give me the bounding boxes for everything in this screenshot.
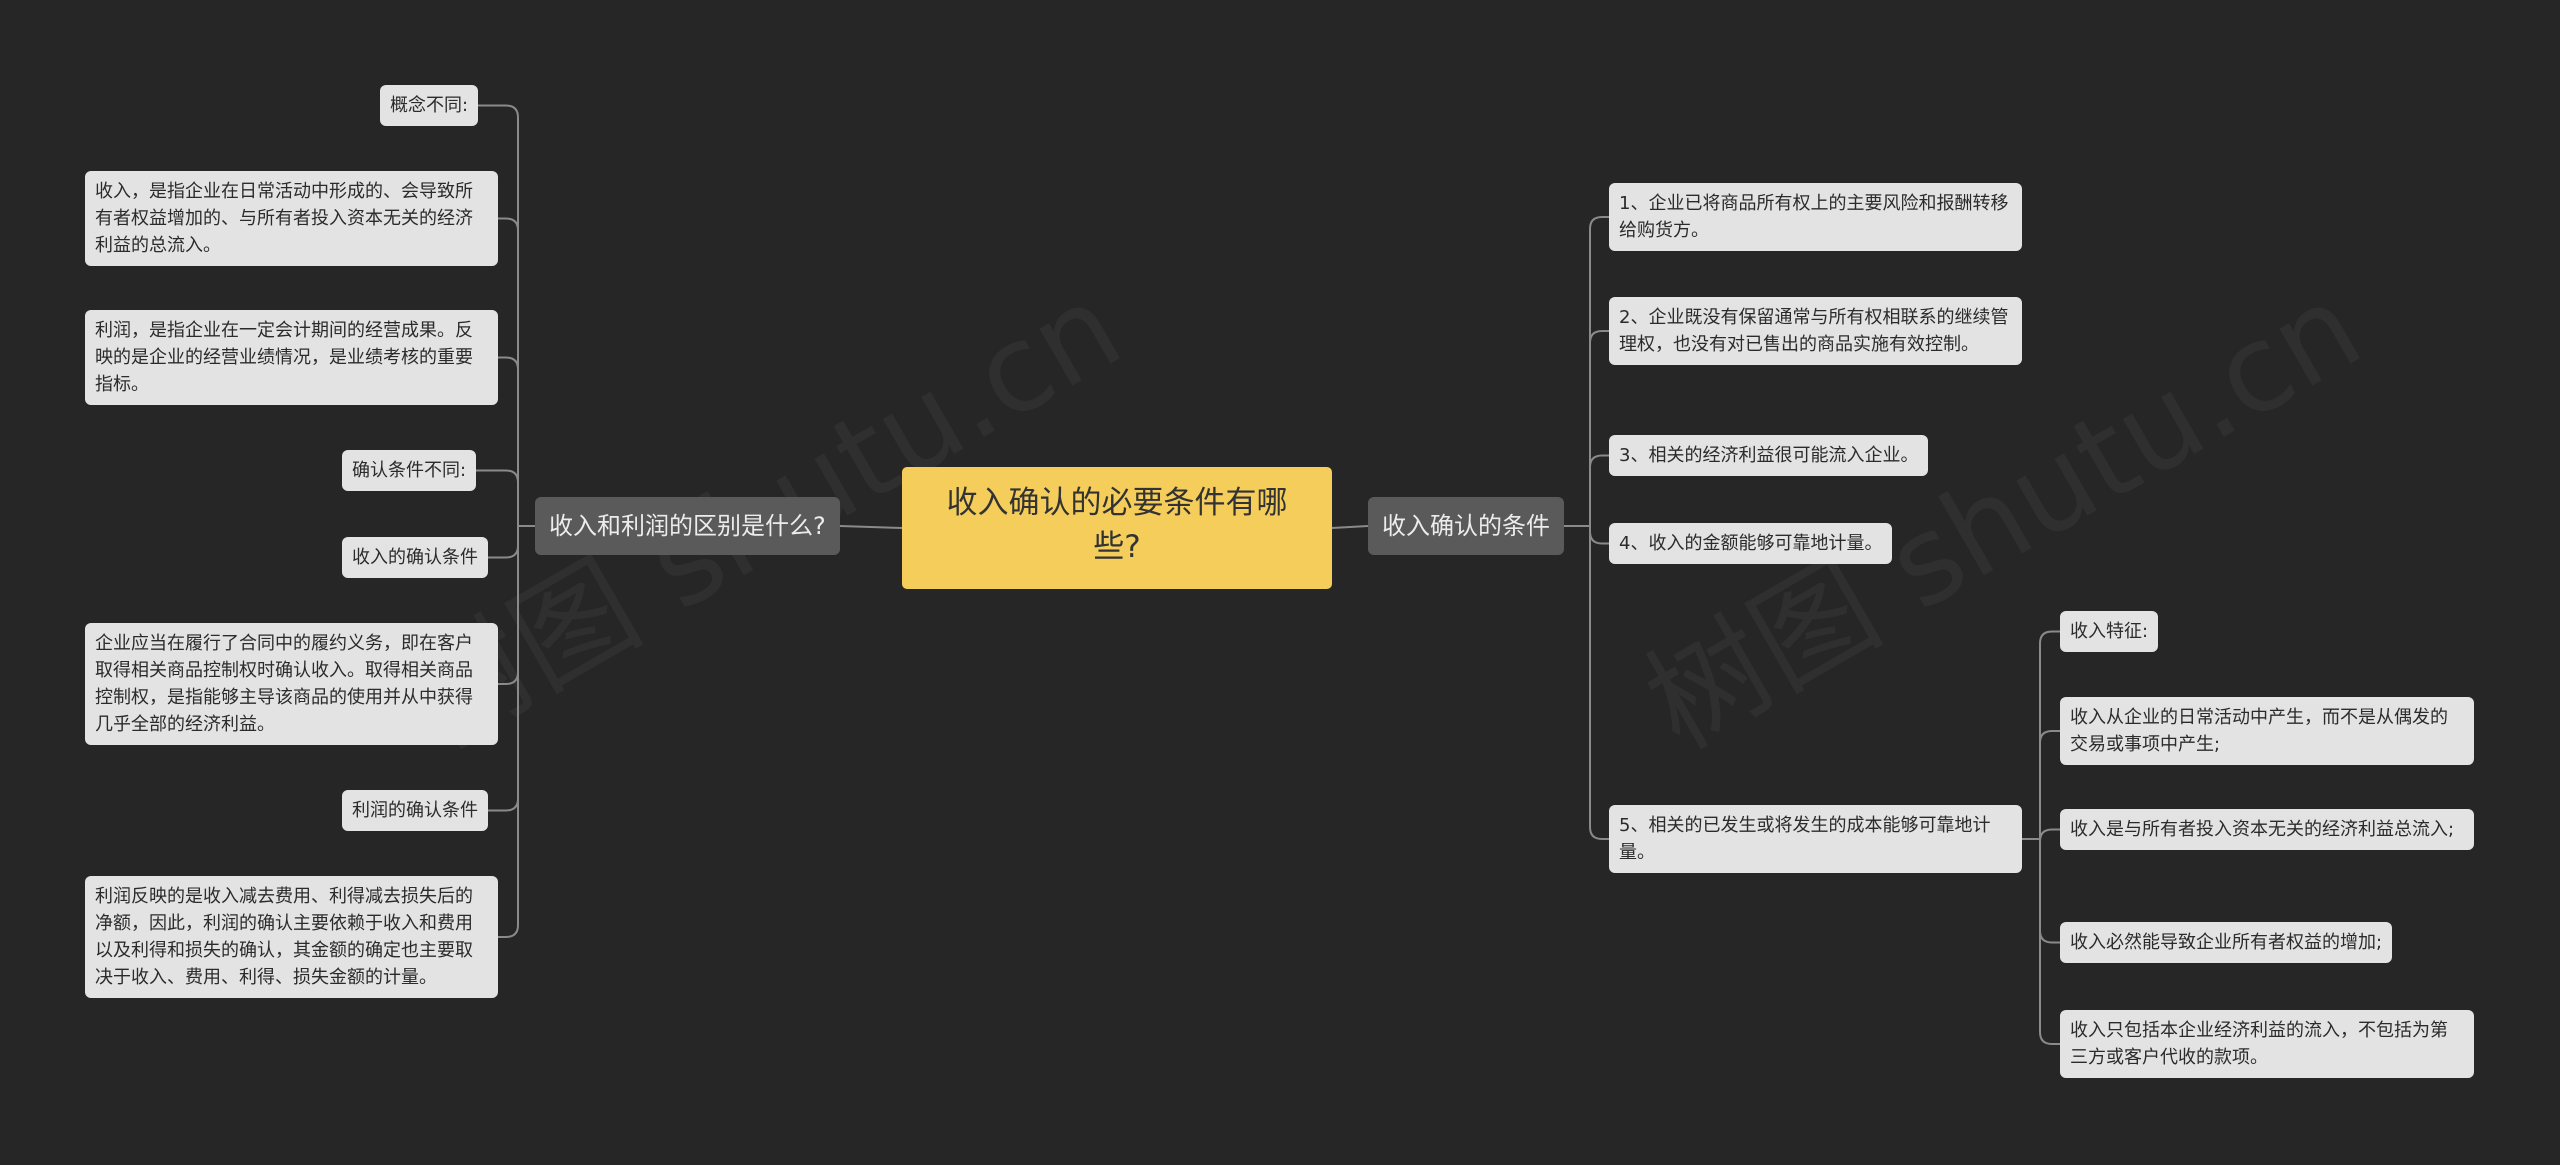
connector-s4 [2039,839,2060,1045]
branch-right-label: 收入确认的条件 [1382,512,1550,540]
leaf-text: 1、企业已将商品所有权上的主要风险和报酬转移给购货方。 [1619,193,2009,241]
branch-right[interactable]: 收入确认的条件 [1368,497,1564,555]
connector-s0 [2039,630,2060,839]
right-leaf-condition-5[interactable]: 5、相关的已发生或将发生的成本能够可靠地计量。 [1609,805,2022,873]
left-leaf-revenue-recognition[interactable]: 收入的确认条件 [342,537,488,578]
left-leaf-profit-recognition[interactable]: 利润的确认条件 [342,790,488,831]
leaf-text: 确认条件不同: [352,460,467,481]
connector-r4 [1589,526,1609,840]
leaf-text: 利润反映的是收入减去费用、利得减去损失后的净额，因此，利润的确认主要依赖于收入和… [95,886,473,988]
leaf-text: 2、企业既没有保留通常与所有权相联系的继续管理权，也没有对已售出的商品实施有效控… [1619,307,2009,355]
sub-leaf-revenue-features-heading[interactable]: 收入特征: [2060,611,2159,652]
connector-l3 [476,469,519,526]
connector-s3 [2039,839,2060,944]
connector-l2 [498,356,519,526]
connector-r1 [1589,330,1609,526]
leaf-text: 4、收入的金额能够可靠地计量。 [1619,533,1883,554]
leaf-text: 收入特征: [2070,621,2149,642]
connector-r0 [1589,216,1609,526]
right-leaf-condition-2[interactable]: 2、企业既没有保留通常与所有权相联系的继续管理权，也没有对已售出的商品实施有效控… [1609,297,2022,365]
connector-root-right [1331,525,1369,529]
connector-r2 [1589,454,1609,526]
connector-l1 [498,217,519,526]
sub-leaf-feature-capital-unrelated[interactable]: 收入是与所有者投入资本无关的经济利益总流入; [2060,809,2474,850]
leaf-text: 收入是与所有者投入资本无关的经济利益总流入; [2070,819,2455,840]
left-leaf-revenue-definition[interactable]: 收入，是指企业在日常活动中形成的、会导致所有者权益增加的、与所有者投入资本无关的… [85,171,498,266]
connector-l0 [478,104,519,526]
left-leaf-concept-heading[interactable]: 概念不同: [380,85,479,126]
connector-s1 [2039,730,2060,839]
sub-leaf-feature-daily-activity[interactable]: 收入从企业的日常活动中产生，而不是从偶发的交易或事项中产生; [2060,697,2474,765]
branch-left-label: 收入和利润的区别是什么? [549,512,826,540]
right-leaf-condition-4[interactable]: 4、收入的金额能够可靠地计量。 [1609,523,1893,564]
right-leaf-condition-3[interactable]: 3、相关的经济利益很可能流入企业。 [1609,435,1929,476]
left-leaf-recognition-heading[interactable]: 确认条件不同: [342,450,477,491]
connector-l5 [498,526,519,685]
connector-l7 [498,526,519,938]
leaf-text: 收入必然能导致企业所有者权益的增加; [2070,932,2383,953]
connector-r3 [1589,526,1609,545]
sub-leaf-feature-equity-increase[interactable]: 收入必然能导致企业所有者权益的增加; [2060,922,2393,963]
leaf-text: 利润，是指企业在一定会计期间的经营成果。反映的是企业的经营业绩情况，是业绩考核的… [95,320,473,395]
sub-leaf-feature-own-inflow-only[interactable]: 收入只包括本企业经济利益的流入，不包括为第三方或客户代收的款项。 [2060,1010,2474,1078]
connector-l4 [488,526,519,559]
leaf-text: 收入从企业的日常活动中产生，而不是从偶发的交易或事项中产生; [2070,707,2448,755]
leaf-text: 收入的确认条件 [352,547,478,568]
leaf-text: 收入只包括本企业经济利益的流入，不包括为第三方或客户代收的款项。 [2070,1020,2448,1068]
root-topic-label: 收入确认的必要条件有哪些? [946,485,1288,565]
leaf-text: 企业应当在履行了合同中的履约义务，即在客户取得相关商品控制权时确认收入。取得相关… [95,633,473,735]
left-leaf-revenue-recognition-detail[interactable]: 企业应当在履行了合同中的履约义务，即在客户取得相关商品控制权时确认收入。取得相关… [85,623,498,745]
leaf-text: 概念不同: [390,95,469,116]
leaf-text: 3、相关的经济利益很可能流入企业。 [1619,445,1919,466]
connector-root-left [839,525,903,529]
branch-left[interactable]: 收入和利润的区别是什么? [535,497,840,555]
left-leaf-profit-definition[interactable]: 利润，是指企业在一定会计期间的经营成果。反映的是企业的经营业绩情况，是业绩考核的… [85,310,498,405]
connector-s2 [2039,828,2060,842]
leaf-text: 收入，是指企业在日常活动中形成的、会导致所有者权益增加的、与所有者投入资本无关的… [95,181,473,256]
root-topic[interactable]: 收入确认的必要条件有哪些? [902,467,1332,589]
leaf-text: 5、相关的已发生或将发生的成本能够可靠地计量。 [1619,815,1991,863]
right-leaf-condition-1[interactable]: 1、企业已将商品所有权上的主要风险和报酬转移给购货方。 [1609,183,2022,251]
leaf-text: 利润的确认条件 [352,800,478,821]
left-leaf-profit-recognition-detail[interactable]: 利润反映的是收入减去费用、利得减去损失后的净额，因此，利润的确认主要依赖于收入和… [85,876,498,998]
